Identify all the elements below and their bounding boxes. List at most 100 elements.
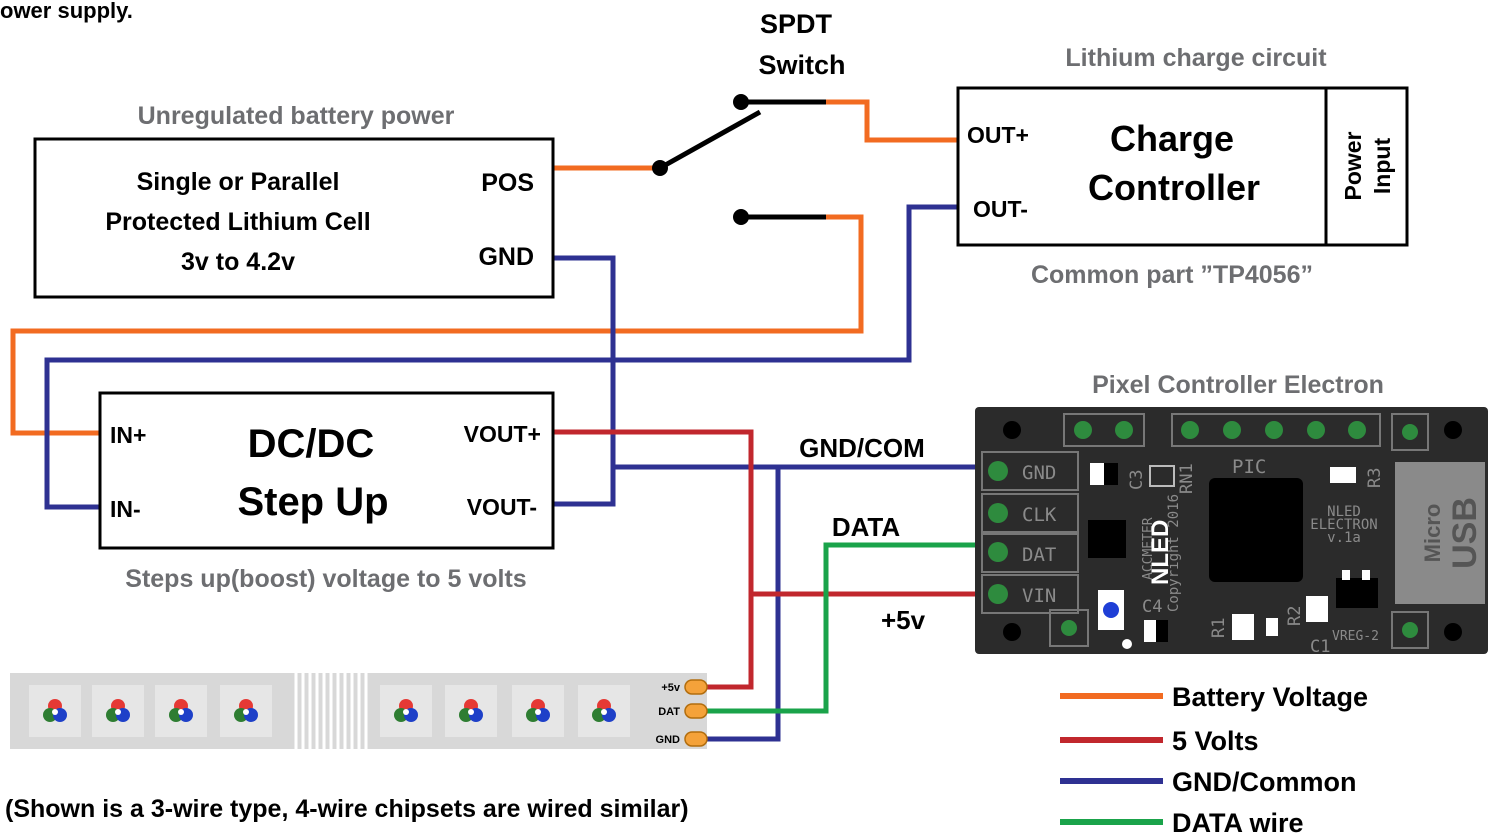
silk-c1: C1: [1310, 637, 1330, 657]
battery-line3: 3v to 4.2v: [181, 248, 295, 276]
usb-label-line2: USB: [1446, 497, 1484, 569]
component-c4-band: [1156, 620, 1168, 642]
label-data: DATA: [832, 512, 901, 542]
strip-pad-5v: [684, 679, 708, 695]
board-brand-line3: v.1a: [1327, 530, 1361, 546]
wire-battery-gnd-to-controller-gnd: [553, 255, 995, 470]
silk-pic: PIC: [1232, 456, 1266, 478]
rgb-led-center: [535, 709, 541, 715]
charger-out-pos-label: OUT+: [967, 122, 1029, 148]
component-r3-body: [1330, 467, 1356, 483]
charger-caption: Lithium charge circuit: [1065, 44, 1327, 72]
strip-pad-gnd: [684, 731, 708, 747]
wire-switch-to-charger-out-pos: [826, 99, 958, 143]
pin-frame-dat: [981, 533, 1079, 573]
silk-vreg: VREG-2: [1332, 629, 1379, 644]
fiducial-dot: [1122, 639, 1132, 649]
pin-pad-dat: [988, 542, 1008, 562]
boost-vout-pos-label: VOUT+: [464, 421, 541, 447]
component-r2: [1306, 596, 1328, 622]
board-logo: NLED: [1147, 520, 1174, 585]
pin-frame-clk: [981, 493, 1079, 533]
rgb-led-center: [52, 709, 58, 715]
pad-frame-tr: [1391, 413, 1429, 451]
vreg-pin-1: [1342, 570, 1350, 580]
pin-label-gnd: GND: [1022, 462, 1056, 484]
led-strip: +5v DAT GND: [10, 673, 708, 749]
legend-label-gnd: GND/Common: [1172, 767, 1357, 797]
voltage-regulator: [1336, 578, 1378, 608]
component-r1: [1232, 614, 1254, 640]
pin-label-clk: CLK: [1022, 504, 1057, 526]
charger-power-line2: Input: [1369, 138, 1395, 195]
header-2pin-pad-2: [1115, 421, 1133, 439]
switch-terminal-common: [652, 160, 668, 176]
legend-label-battery: Battery Voltage: [1172, 682, 1368, 712]
boost-box: [98, 391, 555, 550]
label-gnd-com: GND/COM: [799, 433, 925, 463]
pin-pad-clk: [988, 503, 1008, 523]
boost-caption: Steps up(boost) voltage to 5 volts: [125, 565, 526, 593]
rgb-led-center: [243, 709, 249, 715]
charger-out-neg-label: OUT-: [973, 196, 1028, 222]
wire-switch-to-boost-in-pos: [10, 214, 864, 436]
pad-frame-bl: [1049, 609, 1089, 647]
mount-hole-bl: [1003, 623, 1021, 641]
spdt-switch: SPDT Switch: [652, 9, 846, 225]
wire-gnd-to-strip: [693, 467, 781, 742]
component-c3-band: [1104, 463, 1118, 485]
pin-frame-vin: [981, 574, 1079, 614]
pin-frame-gnd: [981, 451, 1079, 491]
switch-title-line1: SPDT: [760, 9, 833, 39]
boost-in-pos-label: IN+: [110, 422, 146, 448]
wire-vout-pos-to-strip: [553, 429, 754, 690]
boost-in-neg-label: IN-: [110, 496, 141, 522]
mount-hole-br: [1444, 623, 1462, 641]
charger-title-line2: Controller: [1088, 167, 1260, 208]
board-brand-line2: ELECTRON: [1310, 517, 1377, 533]
strip-label-gnd: GND: [656, 734, 681, 746]
legend-label-data: DATA wire: [1172, 808, 1304, 836]
rgb-led-center: [178, 709, 184, 715]
battery-block: Unregulated battery power Single or Para…: [33, 102, 555, 299]
pin-label-vin: VIN: [1022, 585, 1056, 607]
silk-copyright: Copyright 2016: [1166, 494, 1182, 612]
strip-pixels: [29, 685, 630, 737]
charger-box: [956, 86, 1409, 247]
rgb-led-center: [468, 709, 474, 715]
charger-power-line1: Power: [1340, 131, 1366, 200]
top-partial-text: ower supply.: [0, 0, 133, 23]
pic-pad-5: [1348, 421, 1366, 439]
mount-hole-tr: [1444, 421, 1462, 439]
component-r1b: [1266, 618, 1278, 636]
pic-pad-4: [1307, 421, 1325, 439]
usb-label-line1: Micro: [1420, 504, 1445, 563]
pixel-controller: Pixel Controller Electron: [975, 371, 1488, 657]
rgb-led-center: [403, 709, 409, 715]
wire-data-to-strip: [693, 542, 995, 714]
battery-caption: Unregulated battery power: [138, 102, 455, 130]
pic-pads: [1181, 421, 1366, 439]
pic-pad-3: [1265, 421, 1283, 439]
boost-block: IN+ IN- DC/DC Step Up VOUT+ VOUT- Steps …: [98, 391, 555, 593]
wires: [10, 99, 995, 742]
rgb-led-center: [115, 709, 121, 715]
battery-line2: Protected Lithium Cell: [105, 208, 370, 236]
silk-r3: R3: [1365, 468, 1385, 488]
pad-bl: [1061, 620, 1077, 636]
charger-block: Lithium charge circuit OUT+ OUT- Charge …: [956, 44, 1409, 289]
boost-vout-neg-label: VOUT-: [467, 494, 537, 520]
legend: Battery Voltage 5 Volts GND/Common DATA …: [1060, 682, 1368, 836]
silk-rn1: RN1: [1177, 463, 1197, 494]
header-2pin-pad-1: [1074, 421, 1092, 439]
pic-pad-2: [1223, 421, 1241, 439]
chip-mcu: [1209, 478, 1303, 582]
pin-label-dat: DAT: [1022, 544, 1056, 566]
blue-led: [1103, 602, 1119, 618]
legend-label-5v: 5 Volts: [1172, 726, 1259, 756]
pin-pad-gnd: [988, 461, 1008, 481]
pad-br: [1402, 622, 1418, 638]
label-plus5v: +5v: [881, 605, 926, 635]
wire-charger-out-neg-to-boost-in-neg: [44, 204, 958, 510]
silk-accmeter: ACCMETER: [1141, 517, 1156, 580]
